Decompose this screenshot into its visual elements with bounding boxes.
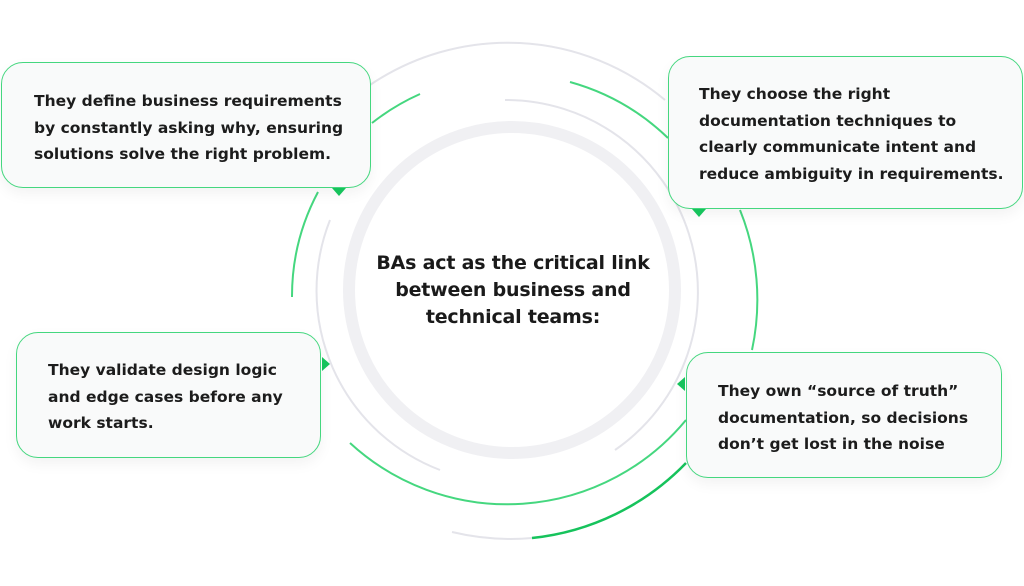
central-statement: BAs act as the critical link between bus… bbox=[363, 250, 663, 331]
card-documentation-techniques: They choose the right documentation tech… bbox=[668, 56, 1023, 217]
central-line: BAs act as the critical link bbox=[376, 252, 650, 274]
pointer-right-icon bbox=[322, 357, 330, 371]
outer-gray-arc-top bbox=[369, 41, 666, 101]
card-line: reduce ambiguity in requirements. bbox=[699, 164, 1004, 183]
card-define-requirements: They define business requirements by con… bbox=[1, 62, 371, 196]
card-line: They validate design logic bbox=[48, 361, 277, 379]
thin-gray-arc-left bbox=[315, 219, 441, 471]
central-line: technical teams: bbox=[425, 306, 601, 328]
card-line: work starts. bbox=[48, 414, 154, 432]
green-arc-bottom bbox=[349, 419, 687, 506]
card-line: documentation, so decisions bbox=[718, 408, 969, 427]
card-line: documentation techniques to bbox=[699, 111, 957, 130]
card-line: They define business requirements bbox=[34, 92, 342, 110]
card-line: don’t get lost in the noise bbox=[718, 435, 945, 453]
green-arc-left bbox=[290, 191, 319, 298]
outer-gray-arc-bottom bbox=[451, 531, 533, 540]
pointer-down-icon bbox=[692, 209, 706, 217]
card-line: clearly communicate intent and bbox=[699, 138, 977, 156]
green-arc-top-right bbox=[569, 81, 669, 139]
card-source-of-truth: They own “source of truth” documentation… bbox=[677, 352, 1002, 478]
card-line: They own “source of truth” bbox=[718, 382, 959, 400]
inner-ring bbox=[343, 121, 681, 459]
card-line: by constantly asking why, ensuring bbox=[34, 118, 344, 137]
green-arc-right bbox=[739, 209, 759, 351]
thin-gray-arc-right bbox=[504, 98, 699, 451]
outer-green-arc-bottom bbox=[531, 462, 687, 540]
green-arc-top-left bbox=[371, 93, 421, 124]
pointer-left-icon bbox=[677, 377, 685, 391]
card-line: They choose the right bbox=[699, 85, 891, 103]
card-line: and edge cases before any bbox=[48, 387, 283, 406]
central-line: between business and bbox=[395, 279, 631, 301]
pointer-down-icon bbox=[332, 188, 346, 196]
card-validate-design: They validate design logic and edge case… bbox=[16, 332, 330, 458]
card-line: solutions solve the right problem. bbox=[34, 145, 332, 163]
